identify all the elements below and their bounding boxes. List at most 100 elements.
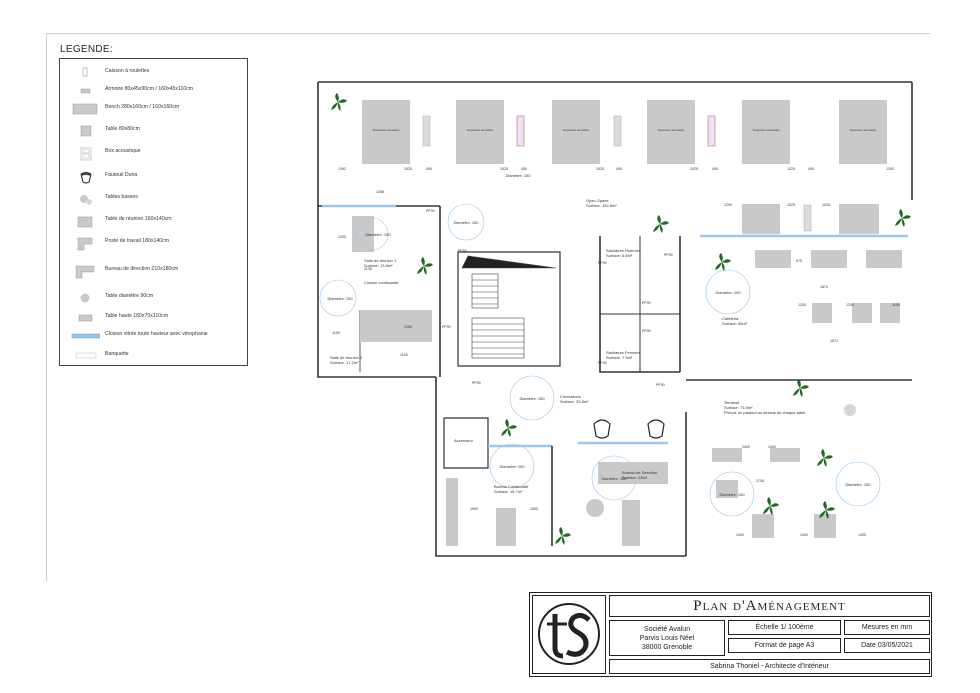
bench bbox=[362, 100, 410, 164]
director-desk bbox=[598, 462, 668, 484]
dimension: 1025 bbox=[690, 167, 698, 171]
legend-label: Poste de travail 180x140cm bbox=[105, 238, 170, 244]
dimension: 450 bbox=[712, 167, 718, 171]
legend-item: Caisson à roulettes bbox=[60, 65, 249, 81]
acoustic-box bbox=[613, 115, 622, 147]
dimension: 1100 bbox=[892, 303, 900, 307]
legend-label: Banquette bbox=[105, 351, 129, 357]
collab-desk bbox=[446, 478, 458, 546]
door-label: PF90 bbox=[664, 253, 673, 257]
dimension: 1025 bbox=[787, 167, 795, 171]
acoustic-label: Suspension acoustique bbox=[850, 128, 877, 132]
dimension: 1135 bbox=[364, 267, 372, 271]
acoustic-box bbox=[422, 115, 431, 147]
dimension: 1874 bbox=[820, 285, 828, 289]
legend-item: Bench 280x160cm / 160x160cm bbox=[60, 101, 249, 117]
dimension: 450 bbox=[426, 167, 432, 171]
director-desk-icon bbox=[75, 265, 95, 279]
cafeteria-furniture bbox=[755, 250, 902, 323]
plant-icon bbox=[331, 93, 347, 111]
client-name: Société Avalun bbox=[643, 625, 691, 633]
dimension: 1400 bbox=[742, 445, 750, 449]
plant-icon bbox=[819, 501, 835, 519]
legend-item: Banquette bbox=[60, 348, 249, 364]
dimension: 1200 bbox=[724, 203, 732, 207]
author: Sabrina Thoniel - Architecte d'Intérieur bbox=[609, 659, 930, 674]
legend-label: Tables basses bbox=[105, 194, 138, 200]
legend-label: Table haute 160x70x110cm bbox=[105, 313, 169, 319]
terrace-table bbox=[770, 448, 800, 462]
legend-label: Bureau de direction 210x180cm bbox=[105, 266, 179, 272]
legend-item: Table de réunion 160x140cm bbox=[60, 213, 249, 229]
door-label: PF90 bbox=[472, 381, 481, 385]
round-table bbox=[586, 499, 604, 517]
dimension: 450 bbox=[616, 167, 622, 171]
door-label: PF90 bbox=[598, 361, 607, 365]
high-table bbox=[866, 250, 902, 268]
legend-item: Tables basses bbox=[60, 191, 249, 207]
legend-label: Fauteuil Duna bbox=[105, 172, 138, 178]
terrace-table bbox=[712, 448, 742, 462]
acoustic-box-strips bbox=[422, 115, 812, 232]
room-name: Ascenseur bbox=[454, 438, 474, 443]
dimension: 1392 bbox=[338, 167, 346, 171]
meeting-table bbox=[352, 216, 374, 252]
diameter-label: Diamètre: 150 bbox=[499, 464, 525, 469]
diameter-label: Diamètre: 150 bbox=[505, 173, 531, 178]
workstation-icon bbox=[77, 237, 93, 251]
legend-label: Table diamètre 90cm bbox=[105, 293, 154, 299]
dimension: 1200 bbox=[846, 303, 854, 307]
door-label: PF90 bbox=[442, 325, 451, 329]
legend-item: Poste de travail 180x140cm bbox=[60, 235, 249, 251]
table bbox=[852, 303, 872, 323]
legend-label: Bench 280x160cm / 160x160cm bbox=[105, 104, 180, 110]
diameter-label: Diamètre: 150 bbox=[453, 220, 479, 225]
client-city: 38000 Grenoble bbox=[641, 643, 693, 651]
client-block: Société Avalun Parvis Louis Néel 38000 G… bbox=[609, 620, 725, 656]
room-name: Sanitaires Hommes bbox=[606, 248, 641, 253]
armchairs bbox=[593, 419, 665, 439]
high-table-icon bbox=[78, 314, 93, 322]
door-label: PF90 bbox=[598, 261, 607, 265]
dimension: 1025 bbox=[596, 167, 604, 171]
legend-label: Box acoustique bbox=[105, 148, 141, 154]
room-note: Cloison coulissante bbox=[364, 280, 399, 285]
client-address: Parvis Louis Néel bbox=[639, 634, 695, 642]
bench bbox=[839, 100, 887, 164]
room-name: Bureau de Direction bbox=[622, 470, 657, 475]
round-table-icon bbox=[80, 293, 90, 303]
room-area: Surface: 152.8m² bbox=[586, 203, 617, 208]
dimension: 675 bbox=[796, 259, 802, 263]
room-note: Prévoir un parasol au dessus de chaque t… bbox=[724, 410, 806, 415]
room-area: Surface: 33.8m² bbox=[560, 399, 589, 404]
diameter-label: Diamètre: 150 bbox=[519, 396, 545, 401]
legend-label: Cloison vitrée toute hauteur avec vitrop… bbox=[105, 331, 208, 337]
bench bbox=[742, 204, 780, 234]
plants bbox=[331, 93, 911, 545]
plant-icon bbox=[715, 253, 731, 271]
dimension: 1400 bbox=[858, 533, 866, 537]
acoustic-label: Suspension acoustique bbox=[753, 128, 780, 132]
room-area: Surface: 13.8m² bbox=[364, 263, 393, 268]
legend-item: Table 80x80cm bbox=[60, 123, 249, 139]
legend-label: Table 80x80cm bbox=[105, 126, 140, 132]
open-space-benches bbox=[362, 100, 887, 234]
legend-item: Armoire 80x45x90cm / 160x45x110cm bbox=[60, 83, 249, 99]
dimension: 1708 bbox=[756, 479, 764, 483]
dimension: 1392 bbox=[886, 167, 894, 171]
caisson-icon bbox=[82, 67, 88, 77]
diameter-label: Diamètre: 150 bbox=[365, 232, 391, 237]
room-labels: Open-Space Surface: 152.8m² Salle de réu… bbox=[330, 198, 806, 494]
room-area: Surface: 6.8m² bbox=[606, 253, 633, 258]
armchair-icon bbox=[593, 419, 611, 439]
dimension: 1025 bbox=[787, 203, 795, 207]
armchair-icon bbox=[80, 172, 92, 184]
terrace-furniture bbox=[712, 404, 856, 538]
dimension: 1200 bbox=[798, 303, 806, 307]
acoustic-box-icon bbox=[80, 147, 92, 161]
door-label: PF90 bbox=[656, 383, 665, 387]
logo-box bbox=[532, 595, 606, 674]
bench bbox=[742, 100, 790, 164]
legend-item: Table haute 160x70x110cm bbox=[60, 310, 249, 326]
